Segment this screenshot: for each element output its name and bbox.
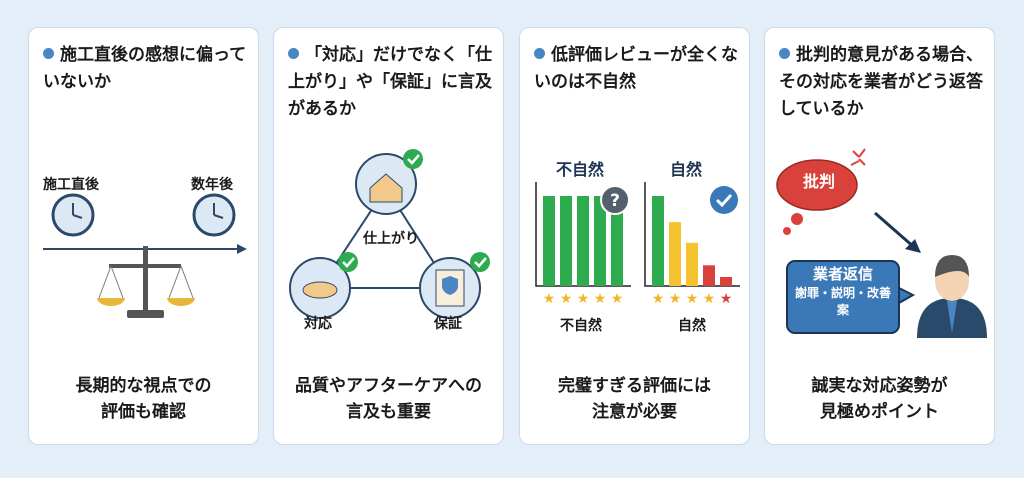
caption-unnatural: 不自然 — [560, 318, 602, 334]
card-coverage: 「対応」だけでなく「仕上がり」や「保証」に言及があるか 仕上がり 対応 保証 品… — [273, 27, 504, 445]
card-business-reply: 批判的意見がある場合、その対応を業者がどう返答しているか 批判 業者返信 謝罪・… — [764, 27, 995, 445]
timeline-scale-illustration — [43, 193, 247, 318]
star-icon: ★ — [611, 291, 624, 307]
check-icon — [710, 186, 738, 214]
reply-illustration — [776, 148, 987, 338]
star-icon: ★ — [560, 291, 573, 307]
house-icon — [355, 149, 423, 215]
businessman-avatar — [917, 255, 987, 338]
criticism-label: 批判 — [803, 172, 836, 191]
bullet-icon — [43, 48, 54, 59]
label-warranty: 保証 — [434, 316, 462, 332]
chart-bar — [686, 242, 698, 286]
rating-charts: ★★★★★?★★★★★ — [535, 182, 740, 307]
label-response: 対応 — [304, 316, 332, 332]
handshake-icon — [289, 252, 358, 319]
question-icon — [600, 185, 630, 215]
triangle-illustration — [289, 149, 490, 319]
star-icon: ★ — [720, 291, 733, 307]
star-icon: ★ — [652, 291, 665, 307]
star-icon: ★ — [703, 291, 716, 307]
bullet-icon — [288, 48, 299, 59]
warranty-document-icon — [419, 252, 490, 319]
chart-title-unnatural: 不自然 — [556, 160, 605, 179]
check-mark — [715, 193, 733, 208]
reply-bubble — [786, 260, 916, 334]
card-title: 施工直後の感想に偏っていないか — [43, 45, 247, 92]
chart-bar — [703, 265, 715, 286]
chart-bar — [611, 196, 623, 286]
card-footer: 完璧すぎる評価には注意が必要 — [558, 376, 711, 422]
caption-natural: 自然 — [678, 318, 706, 334]
card-rating-distribution: 低評価レビューが全くないのは不自然 不自然 自然 ★★★★★?★★★★★ 不自然… — [519, 27, 750, 445]
chart-bar — [560, 196, 572, 286]
balance-scale-icon — [97, 246, 195, 318]
bullet-icon — [534, 48, 545, 59]
chart-title-natural: 自然 — [670, 160, 703, 179]
card-long-term: 施工直後の感想に偏っていないか 施工直後 数年後 長期的な視点での評価も確認 — [28, 27, 259, 445]
star-icon: ★ — [669, 291, 682, 307]
label-years-later: 数年後 — [191, 177, 233, 193]
reply-text: 業者返信 謝罪・説明・改善案 — [795, 265, 892, 317]
clock-icon — [51, 193, 95, 237]
card-title: 批判的意見がある場合、その対応を業者がどう返答しているか — [779, 45, 983, 119]
label-right-after: 施工直後 — [43, 177, 99, 193]
card-footer: 品質やアフターケアへの言及も重要 — [295, 376, 482, 422]
chart-bar — [652, 196, 664, 286]
card-title: 低評価レビューが全くないのは不自然 — [534, 45, 738, 92]
label-finish: 仕上がり — [363, 231, 419, 247]
bullet-icon — [779, 48, 790, 59]
question-mark: ? — [610, 191, 620, 211]
card-footer: 長期的な視点での評価も確認 — [75, 376, 212, 422]
chart-bar — [594, 196, 606, 286]
star-icon: ★ — [686, 291, 699, 307]
chart-bar — [543, 196, 555, 286]
card-footer: 誠実な対応姿勢が見極めポイント — [811, 376, 948, 422]
star-icon: ★ — [543, 291, 556, 307]
card-title: 「対応」だけでなく「仕上がり」や「保証」に言及があるか — [288, 45, 492, 119]
chart-bar — [669, 222, 681, 286]
star-icon: ★ — [594, 291, 607, 307]
clock-icon — [192, 193, 236, 237]
chart-bar — [720, 277, 732, 286]
star-icon: ★ — [577, 291, 590, 307]
chart-bar — [577, 196, 589, 286]
criticism-cloud-icon — [776, 148, 866, 235]
